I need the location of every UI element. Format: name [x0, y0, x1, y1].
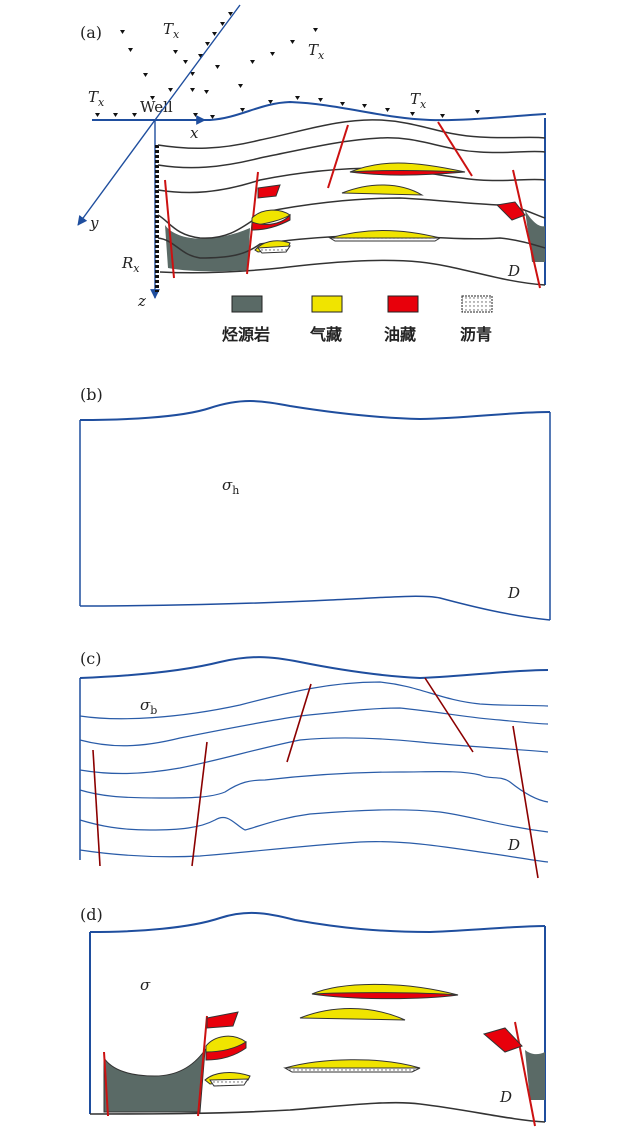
- sigma-b-label: σb: [140, 696, 157, 717]
- panel-b-label: (b): [80, 385, 103, 404]
- reservoirs-a: [251, 162, 526, 254]
- domain-label-b: D: [507, 584, 520, 602]
- legend-label-oil: 油藏: [384, 325, 416, 344]
- surface-line-c: [79, 656, 549, 680]
- bottom-line-d: [89, 1101, 546, 1123]
- surface-line-b: [79, 400, 551, 421]
- surface-line-d: [89, 911, 546, 934]
- axis-z-label: z: [137, 292, 146, 310]
- rx-label: Rx: [121, 254, 140, 275]
- tx-label-left: Tx: [88, 88, 105, 109]
- tx-label-surface: Tx: [410, 90, 427, 111]
- panel-d: (d) σ D: [80, 905, 546, 1127]
- axis-y-label: y: [89, 214, 99, 232]
- surface-line-a: [92, 100, 547, 122]
- sigma-h-label: σh: [222, 476, 239, 497]
- y-axis-extension: [154, 4, 241, 121]
- panel-a-label: (a): [80, 23, 102, 42]
- bottom-line-b: [79, 595, 551, 621]
- panel-a: (a) Tx Tx Tx Tx Well: [77, 4, 547, 344]
- tx-label-top: Tx: [163, 20, 180, 41]
- axis-x-label: x: [190, 124, 199, 142]
- source-rock-right-d: [525, 1050, 545, 1100]
- tx-label-right: Tx: [308, 41, 325, 62]
- domain-label-c: D: [507, 836, 520, 854]
- panel-d-label: (d): [80, 905, 103, 924]
- legend-swatch-oil: [387, 295, 419, 313]
- source-rock-right-a: [525, 210, 545, 262]
- source-rock-left-d: [103, 1048, 206, 1113]
- domain-label-a: D: [507, 262, 520, 280]
- layers-c: [79, 681, 549, 863]
- legend-swatch-source-rock: [231, 295, 263, 313]
- panel-b: (b) σh D: [79, 385, 551, 621]
- legend-label-gas: 气藏: [309, 325, 342, 344]
- reservoirs-d: [204, 983, 523, 1087]
- legend-label-asphalt: 沥青: [460, 325, 492, 344]
- legend-swatch-gas: [311, 295, 343, 313]
- source-rock-left-a: [165, 225, 250, 272]
- panel-c-label: (c): [80, 649, 101, 668]
- y-axis-arrow: [77, 119, 156, 226]
- legend: 烃源岩 气藏 油藏 沥青: [222, 295, 493, 344]
- legend-label-source-rock: 烃源岩: [222, 325, 270, 344]
- legend-swatch-asphalt: [461, 295, 493, 313]
- sigma-label: σ: [140, 976, 151, 994]
- well-label: Well: [140, 98, 173, 116]
- faults-c: [92, 677, 539, 879]
- domain-label-d: D: [499, 1088, 512, 1106]
- faults-d: [103, 1015, 536, 1127]
- panel-c: (c) σb D: [79, 649, 549, 879]
- transmitter-markers: [95, 12, 480, 119]
